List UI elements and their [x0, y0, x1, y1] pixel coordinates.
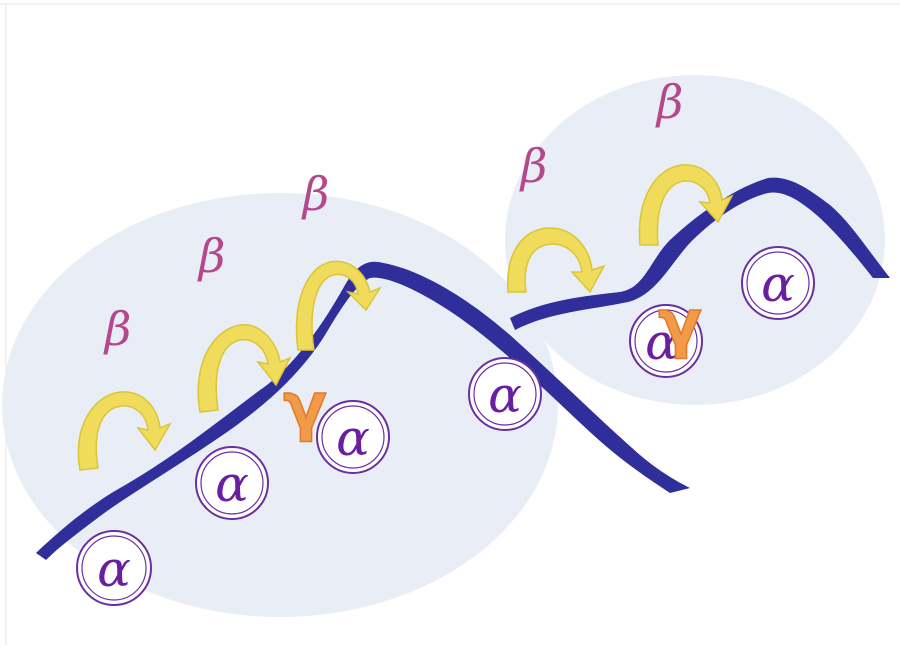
alpha-label: α: [336, 409, 370, 467]
beta-label: β: [301, 167, 330, 221]
dna-strand-upper: [510, 177, 890, 330]
alpha-label: α: [645, 313, 679, 371]
beta-label: β: [655, 75, 684, 129]
alpha-circle: α: [741, 246, 815, 320]
alpha-circle: α: [76, 530, 152, 606]
right-cluster-cloud: [505, 75, 885, 405]
gamma-label: γ: [658, 287, 702, 361]
alpha-circle: α: [629, 304, 703, 378]
alpha-circle: α: [316, 400, 390, 474]
curved-arrow-icon: [507, 227, 606, 294]
beta-label: β: [103, 302, 132, 356]
curved-arrow-icon: [77, 391, 172, 471]
alpha-circle: α: [195, 446, 269, 520]
alpha-label: α: [215, 455, 249, 513]
alpha-circles: α α α α α α: [76, 246, 815, 606]
beta-label: β: [519, 139, 548, 193]
alpha-label: α: [761, 255, 795, 313]
alpha-circle: α: [468, 357, 542, 431]
curved-arrow-icon: [638, 164, 734, 246]
gamma-label: γ: [283, 370, 327, 444]
alpha-label: α: [488, 366, 522, 424]
left-cluster-cloud: [2, 193, 558, 617]
curved-arrow-icon: [197, 324, 292, 413]
curved-arrow-icon: [295, 260, 382, 351]
alpha-label: α: [97, 540, 131, 598]
beta-label: β: [197, 229, 226, 283]
arrow-group: [77, 164, 734, 471]
